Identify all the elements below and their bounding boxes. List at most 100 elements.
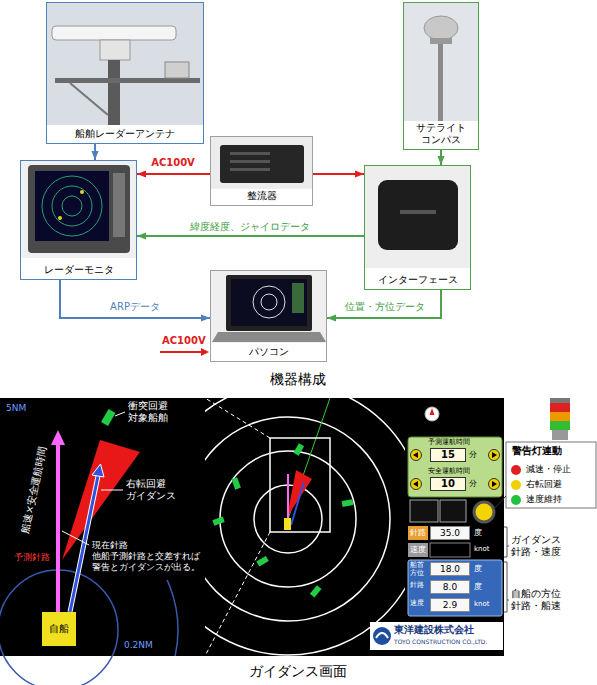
photo-sky [47,3,203,125]
lamp-cap [550,398,570,403]
device-vent [230,168,270,171]
time-panel [408,437,502,497]
value-field: 8.0 [430,580,470,594]
bracket [504,527,509,557]
equipment-photo-box: 船舶レーダーアンテナ [46,2,204,144]
current-course-arrow [287,474,289,525]
node-text: 10 [441,478,455,490]
value-field: 18.0 [430,562,470,576]
value-field: 2.9 [430,598,470,612]
step-button [411,450,422,461]
node-text: 整流器 [244,190,280,202]
warning-lamp-button [474,502,494,522]
edge-label: 位置・方位データ [343,301,427,313]
device-vent [230,152,270,155]
unit-label: 分 [469,450,477,460]
lamp-orange [550,412,570,421]
guidance-arrow [291,482,304,525]
mast [108,60,120,125]
callout-text: 予測針路 [14,552,50,563]
node-text: 18.0 [440,564,460,575]
current-course-arrow [56,444,60,612]
connector [94,144,96,160]
compass-base [430,38,452,44]
connector [137,235,364,237]
node-text: 予測運航時間 [428,438,470,446]
screen-ring [42,176,102,236]
node-text: 自船 [49,623,69,635]
range-label: 5NM [6,403,26,414]
lamp-slot [410,500,438,522]
node-text: 減速・停止 [526,464,571,475]
unit-label: 度 [474,528,482,538]
target-ship [231,477,240,489]
radar-ring [220,451,356,587]
monitor-buttons [113,173,125,237]
monitor-screen [35,171,109,241]
target-ship [310,585,322,597]
screen-ring [52,186,92,226]
guidance-arrow-head [92,464,104,477]
monitor-bezel [28,165,130,253]
device-vent [230,160,270,163]
connector [313,173,364,175]
screen-ground [0,398,504,656]
compass-dome [424,16,458,40]
callout-text: 衝突回避 対象船舶 [128,400,178,424]
mast-sensor [165,62,189,78]
node-text: 船首方位 [410,561,426,577]
node-text: 安全運航時間 [428,467,470,475]
node-text: インターフェース [375,274,461,286]
step-arrow [413,452,418,458]
leader-line [115,412,125,416]
node-text: 針路 [410,581,426,589]
compass-needle [430,408,435,415]
target-ship [256,556,269,567]
company-logo [373,627,391,645]
photo-ground [365,166,470,268]
unit-label: knot [474,600,490,608]
laptop-base [212,332,326,342]
callout-text: ガイダンス 針路・速度 [511,534,573,558]
node-text: レーダーモニタ [41,264,117,276]
range-ring-clip [0,580,178,656]
step-arrow [413,481,418,487]
leader-line [101,490,123,491]
unit-label: knot [474,545,490,553]
lamp-slot [440,500,466,522]
lamp-dot [511,465,521,475]
time-panel: 予測運航時間安全運航時間 15 10 [408,437,502,497]
screen-echo [58,216,62,220]
target-ship [293,443,304,456]
edge-label: AC100V [149,157,197,169]
screen-ring [261,294,277,310]
zoom-frame [270,438,330,532]
zoom-dash [205,398,270,438]
photo-sky [404,3,478,121]
unit-label: 度 [474,564,482,574]
compass-icon [425,407,439,421]
node-text: 速度 [410,545,426,555]
lamp-dot [511,480,521,490]
node-text: 8.0 [443,582,457,593]
field-tag: 針路 [408,526,428,540]
unit-label: 度 [474,582,482,592]
figure-caption: 機器構成 [248,371,348,388]
node-text: 35.0 [440,528,460,539]
lamp-dot [511,495,521,505]
photo-ground [21,161,136,258]
value-field: 15 [430,448,466,462]
equipment-photo-box: サテライト コンパス [403,2,479,150]
step-button [489,450,500,461]
laptop-lid [226,275,312,331]
range-ring [0,580,178,656]
node-text: 速度維持 [526,494,562,505]
device-logo [400,210,436,214]
equipment-photo-box: 整流器 [210,136,313,206]
radar-ring [205,417,390,621]
step-arrow [492,452,497,458]
photo-ground [211,271,326,343]
logo-ground [370,622,503,650]
